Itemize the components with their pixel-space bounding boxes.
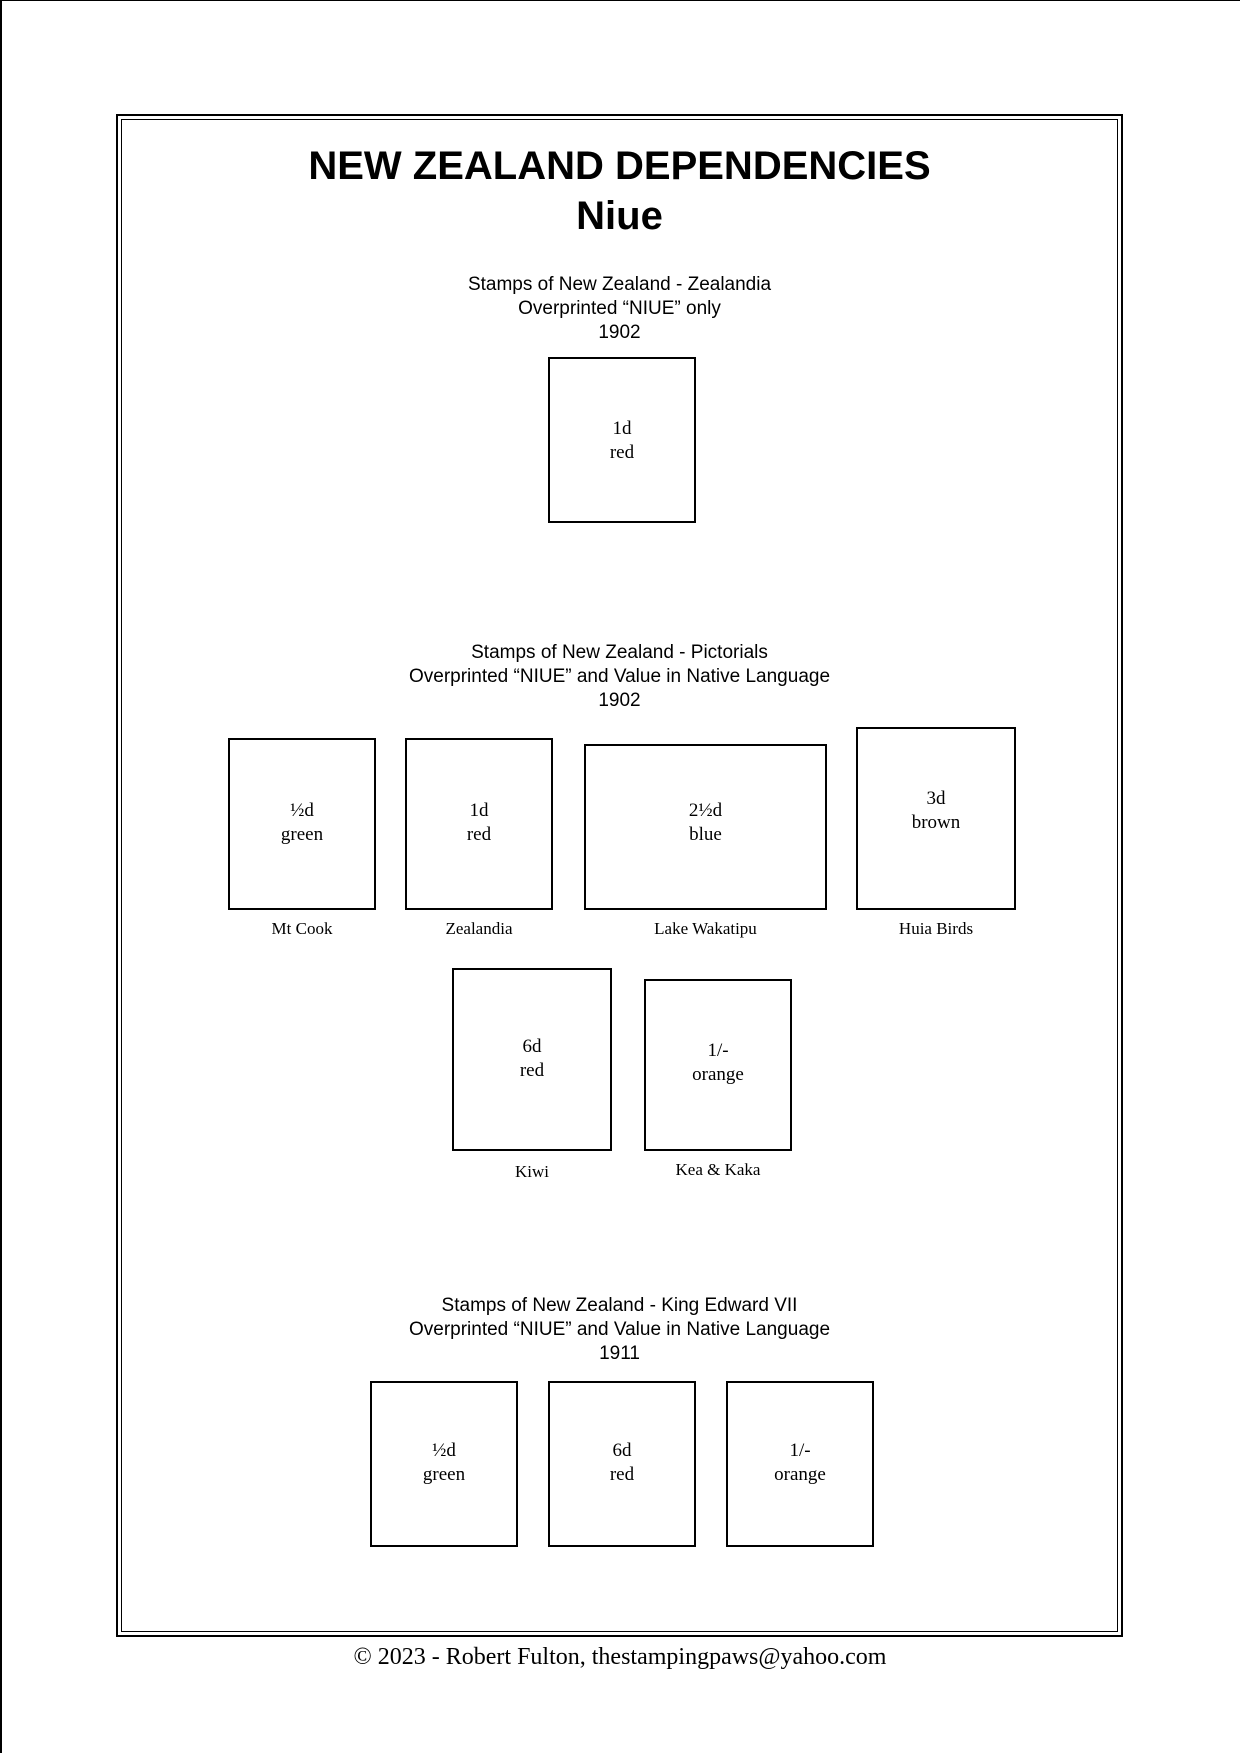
stamp-caption: Lake Wakatipu xyxy=(654,919,757,938)
stamp-color: red xyxy=(609,442,635,463)
section-overprint: Overprinted “NIUE” and Value in Native L… xyxy=(408,1319,831,1340)
page-frame-outer xyxy=(116,114,1123,1637)
section-heading: Stamps of New Zealand - Zealandia xyxy=(467,274,772,295)
stamp-color: orange xyxy=(774,1464,826,1485)
stamp-denomination: 6d xyxy=(522,1036,542,1057)
stamp-denomination: 6d xyxy=(612,1440,632,1461)
stamp-caption: Kiwi xyxy=(515,1162,549,1181)
section-header-zealandia: Stamps of New Zealand - Zealandia Overpr… xyxy=(121,273,1118,345)
stamp-color: brown xyxy=(911,812,961,833)
stamp-space: 1d red xyxy=(405,738,553,910)
stamp-color: orange xyxy=(692,1064,744,1085)
stamp-space: 2½d blue xyxy=(584,744,827,910)
page-title: NEW ZEALAND DEPENDENCIES xyxy=(308,144,931,188)
stamp-color: red xyxy=(519,1060,545,1081)
stamp-space: 6d red xyxy=(548,1381,696,1547)
stamp-color: red xyxy=(609,1464,635,1485)
section-heading: Stamps of New Zealand - Pictorials xyxy=(471,642,768,663)
stamp-color: red xyxy=(466,824,492,845)
section-year: 1902 xyxy=(598,322,641,343)
copyright-footer: © 2023 - Robert Fulton, thestampingpaws@… xyxy=(353,1644,887,1670)
stamp-space: 1/- orange xyxy=(644,979,792,1151)
stamp-space: 1/- orange xyxy=(726,1381,874,1547)
stamp-caption: Zealandia xyxy=(445,919,513,938)
stamp-denomination: ½d xyxy=(432,1440,456,1461)
stamp-caption: Kea & Kaka xyxy=(675,1160,761,1179)
page-frame-inner xyxy=(121,119,1118,1632)
stamp-color: green xyxy=(422,1464,466,1485)
stamp-denomination: 1d xyxy=(612,418,632,439)
stamp-space: 3d brown xyxy=(856,727,1016,910)
stamp-space: 1d red xyxy=(548,357,696,523)
stamp-denomination: 3d xyxy=(926,788,946,809)
stamp-space: 6d red xyxy=(452,968,612,1151)
stamp-caption: Huia Birds xyxy=(898,919,974,938)
stamp-denomination: 1d xyxy=(469,800,489,821)
stamp-denomination: ½d xyxy=(290,800,314,821)
section-year: 1902 xyxy=(598,690,641,711)
stamp-color: blue xyxy=(689,824,722,845)
section-header-king-edward: Stamps of New Zealand - King Edward VII … xyxy=(121,1294,1118,1366)
stamp-denomination: 2½d xyxy=(688,800,723,821)
stamp-space: ½d green xyxy=(370,1381,518,1547)
section-heading: Stamps of New Zealand - King Edward VII xyxy=(441,1295,798,1316)
section-overprint: Overprinted “NIUE” only xyxy=(518,298,721,319)
page-subtitle: Niue xyxy=(576,194,663,238)
section-overprint: Overprinted “NIUE” and Value in Native L… xyxy=(408,666,831,687)
section-year: 1911 xyxy=(599,1343,640,1364)
stamp-color: green xyxy=(280,824,324,845)
stamp-denomination: 1/- xyxy=(789,1440,811,1461)
stamp-caption: Mt Cook xyxy=(271,919,333,938)
section-header-pictorials: Stamps of New Zealand - Pictorials Overp… xyxy=(121,641,1118,713)
stamp-space: ½d green xyxy=(228,738,376,910)
stamp-denomination: 1/- xyxy=(707,1040,729,1061)
